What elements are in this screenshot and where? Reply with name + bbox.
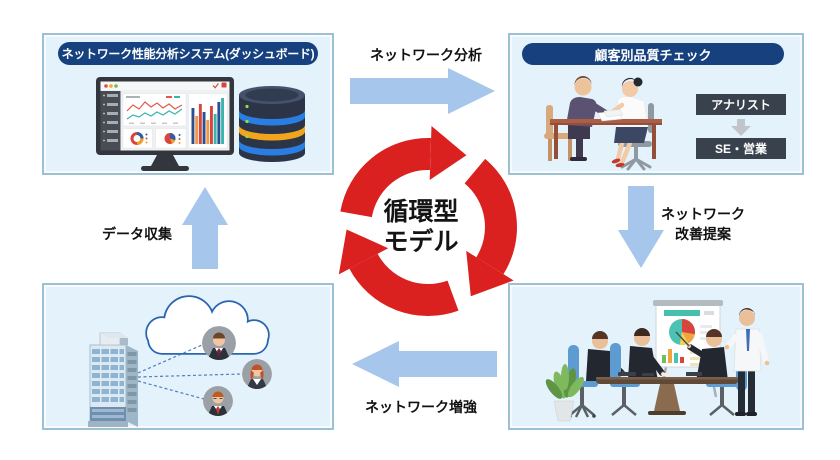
role-analyst-box (696, 94, 786, 115)
flow-label-network-improvement-line2: 改善提案 (675, 226, 731, 242)
desk (550, 109, 662, 159)
panel-quality-check-header: 顧客別品質チェック (522, 43, 784, 65)
flow-label-network-improvement-line1: ネットワーク (661, 206, 745, 222)
flow-arrow-right-icon (350, 68, 495, 114)
panel-infrastructure (42, 283, 334, 430)
network-dashed-lines (137, 344, 243, 400)
infrastructure-illustration (88, 295, 272, 427)
role-se-sales-label: SE・営業 (715, 141, 768, 156)
consultation-illustration: アナリスト SE・営業 (544, 75, 786, 171)
cycle-model-label-line2: モデル (383, 228, 459, 256)
flow-label-network-analysis: ネットワーク分析 (370, 47, 482, 63)
monitor-dashboard-icon (96, 77, 234, 171)
dashboard-illustration (96, 77, 305, 171)
panel-dashboard-header: ネットワーク性能分析システム(ダッシュボード) (58, 42, 318, 65)
meeting-illustration (545, 300, 770, 422)
flow-label-data-collection: データ収集 (102, 226, 172, 242)
cycle-model-label-line1: 循環型 (383, 198, 459, 226)
plant-icon (545, 364, 584, 422)
office-building-icon (88, 332, 138, 427)
circular-arrows-icon (338, 126, 517, 316)
panel-dashboard: ネットワーク性能分析システム(ダッシュボード) (42, 33, 334, 175)
consultation-scene (544, 75, 662, 171)
presenter-figure (724, 308, 770, 416)
role-flow: アナリスト SE・営業 (696, 94, 786, 159)
panel-quality-check: 顧客別品質チェック (508, 33, 804, 175)
flow-label-network-improvement: ネットワーク 改善提案 (651, 204, 755, 244)
flow-arrow-left-icon (352, 341, 497, 387)
role-se-sales-box (696, 138, 786, 159)
down-arrow-small-icon (731, 119, 751, 136)
flow-arrow-down-icon (618, 186, 664, 268)
cycle-model-label: 循環型 モデル (342, 197, 500, 257)
flow-label-network-enhancement: ネットワーク増強 (365, 399, 477, 415)
user-avatar-icon (202, 326, 272, 416)
meeting-table (596, 372, 738, 415)
database-icon (239, 86, 305, 162)
flow-arrow-up-icon (182, 187, 228, 269)
role-analyst-label: アナリスト (711, 98, 771, 112)
panel-meeting (508, 283, 804, 430)
